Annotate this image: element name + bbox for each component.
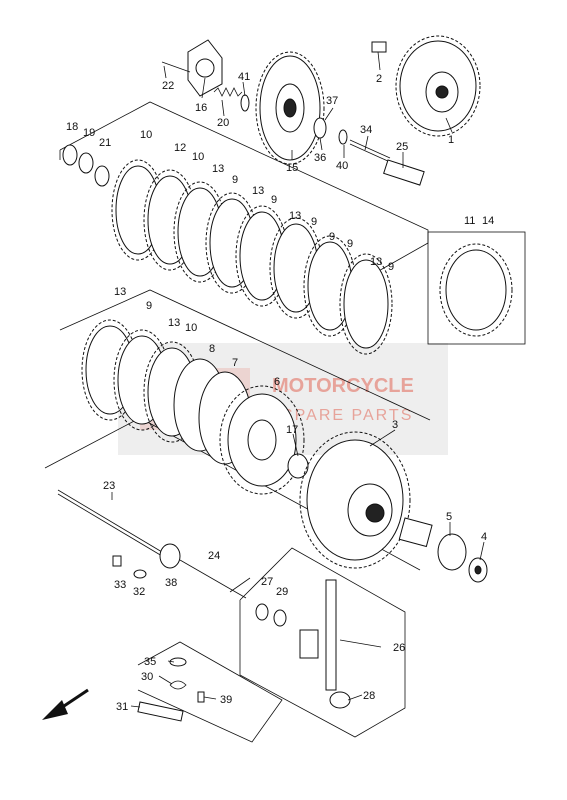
- callout-28: 28: [363, 690, 375, 702]
- spring: [213, 87, 243, 97]
- leader-lines: [111, 51, 485, 708]
- upper-plate-stack: [111, 159, 513, 355]
- callout-22: 22: [162, 80, 174, 92]
- pressure-plate-group: [62, 35, 481, 187]
- callout-6: 6: [274, 376, 280, 388]
- lower-plate-stack: [81, 319, 309, 495]
- callout-13-lower-b: 13: [168, 317, 180, 329]
- callout-18: 18: [66, 121, 78, 133]
- clutch-housing-group: [299, 431, 488, 583]
- callout-15: 15: [286, 162, 298, 174]
- front-direction-arrow-icon: [42, 688, 89, 720]
- release-shaft: [325, 579, 337, 691]
- clutch-sleeve-hub: [219, 385, 305, 495]
- release-lever: [137, 701, 184, 722]
- callout-9-upper-d: 9: [329, 231, 335, 243]
- callout-11: 11: [464, 215, 475, 227]
- release-mechanism: [57, 489, 351, 722]
- callout-2: 2: [376, 73, 382, 85]
- callout-13-upper-b: 13: [252, 185, 264, 197]
- watermark-subtitle: SPARE PARTS: [282, 407, 413, 424]
- callout-38: 38: [165, 577, 177, 589]
- callout-23: 23: [103, 480, 115, 492]
- callout-29: 29: [276, 586, 288, 598]
- callout-12: 12: [174, 142, 186, 154]
- callout-9-upper-b: 9: [271, 194, 277, 206]
- callout-8: 8: [209, 343, 215, 355]
- callout-13-upper-a: 13: [212, 163, 224, 175]
- callout-10-lower: 10: [185, 322, 197, 334]
- callout-31: 31: [116, 701, 128, 713]
- callout-25: 25: [396, 141, 408, 153]
- callout-13-lower-a: 13: [114, 286, 126, 298]
- callout-9-upper-f: 9: [388, 261, 394, 273]
- callout-7: 7: [232, 357, 238, 369]
- callout-39: 39: [220, 694, 232, 706]
- callout-35: 35: [144, 656, 156, 668]
- callout-9-lower: 9: [146, 300, 152, 312]
- callout-13-upper-c: 13: [289, 210, 301, 222]
- callout-24: 24: [208, 550, 220, 562]
- callout-9-upper-e: 9: [347, 238, 353, 250]
- callout-13-upper-d: 13: [370, 256, 382, 268]
- callout-4: 4: [481, 531, 487, 543]
- callout-33: 33: [114, 579, 126, 591]
- callout-40: 40: [336, 160, 348, 172]
- callout-10-upper-b: 10: [192, 151, 204, 163]
- callout-5: 5: [446, 511, 452, 523]
- callout-37: 37: [326, 95, 338, 107]
- callout-41: 41: [238, 71, 250, 83]
- callout-21: 21: [99, 137, 111, 149]
- callout-1: 1: [448, 134, 454, 146]
- callout-17: 17: [286, 424, 298, 436]
- callout-labels: 22 16 41 20 2 37 15 36 40 34 1 25 18 19 …: [66, 71, 494, 713]
- callout-10-upper-a: 10: [140, 129, 152, 141]
- primary-driven-gear-housing: [299, 431, 411, 569]
- callout-34: 34: [360, 124, 372, 136]
- callout-9-upper-c: 9: [311, 216, 317, 228]
- callout-19: 19: [83, 127, 95, 139]
- callout-20: 20: [217, 117, 229, 129]
- callout-32: 32: [133, 586, 145, 598]
- callout-9-upper-a: 9: [232, 174, 238, 186]
- callout-3: 3: [392, 419, 398, 431]
- needle-bearing: [437, 533, 467, 571]
- callout-36: 36: [314, 152, 326, 164]
- callout-27: 27: [261, 576, 273, 588]
- push-rod: [383, 159, 425, 186]
- callout-14: 14: [482, 215, 494, 227]
- callout-16: 16: [195, 102, 207, 114]
- callout-30: 30: [141, 671, 153, 683]
- watermark-title: MOTORCYCLE: [272, 375, 414, 397]
- callout-26: 26: [393, 642, 405, 654]
